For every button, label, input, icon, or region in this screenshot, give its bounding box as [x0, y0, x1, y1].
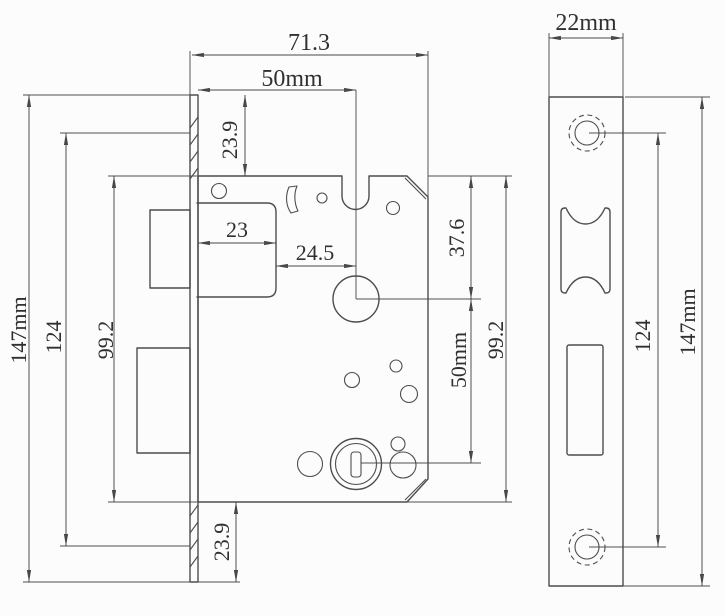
faceplate-outline — [548, 96, 624, 587]
dimensions-front-view: 22mm 124 147mm — [548, 10, 710, 587]
dim-latch-to-spindle: 24.5 — [275, 240, 357, 269]
latch-bolt — [149, 202, 277, 298]
latch-cutout — [560, 207, 611, 294]
extension-lines — [548, 33, 624, 97]
latch-bolt-head — [149, 209, 191, 289]
dim-screw-spacing-side: 124 — [41, 132, 190, 547]
dimension-label: 124 — [630, 320, 655, 353]
lock-case-outline — [197, 175, 429, 503]
dimension-label: 99.2 — [483, 321, 508, 360]
dimension-label: 50mm — [446, 332, 471, 388]
extension-lines — [589, 132, 666, 548]
dim-faceplate-height-front: 147mm — [623, 96, 710, 587]
lock-case — [197, 175, 429, 503]
extension-lines — [60, 132, 190, 547]
cylinder-hole-inner — [334, 442, 378, 486]
dim-backset: 50mm — [197, 66, 357, 93]
faceplate-front-view — [548, 96, 624, 587]
dimension-label: 37.6 — [444, 219, 469, 258]
pin-hole-middle-upper — [389, 359, 403, 373]
dim-case-top-to-spindle: 37.6 — [428, 175, 512, 300]
dim-case-to-faceplate-bottom: 23.9 — [209, 501, 239, 583]
dim-latch-bolt-width: 23 — [197, 217, 277, 246]
hole-right-of-cylinder — [389, 451, 417, 479]
pin-hole-top-right — [385, 200, 401, 216]
dimension-label: 50mm — [261, 66, 323, 92]
dim-overall-height-side: 147mm — [6, 94, 240, 583]
dimensions-side-view: 71.3 50mm 23.9 23 24.5 37.6 50mm — [6, 30, 512, 583]
lock-body-side-view — [136, 90, 481, 583]
faceplate-edge-strip — [189, 94, 199, 583]
faceplate-edge-outline — [189, 94, 199, 583]
chamfer-inner-lines — [404, 177, 427, 501]
extension-lines — [189, 51, 429, 197]
dimension-label: 99.2 — [93, 321, 118, 360]
dim-case-height-right: 99.2 — [108, 175, 512, 503]
dim-case-height-left: 99.2 — [93, 175, 197, 503]
dimension-label: 147mm — [675, 288, 700, 355]
dimension-label: 22mm — [555, 10, 617, 36]
pin-hole-above-cylinder — [390, 436, 406, 452]
faceplate-edge-hatch-marks — [189, 116, 199, 568]
dimension-label: 24.5 — [296, 240, 335, 265]
dim-screw-spacing-front: 124 — [589, 132, 666, 548]
extension-lines — [623, 96, 710, 587]
dim-overall-depth: 71.3 — [189, 30, 429, 197]
dimension-label: 23.9 — [209, 523, 234, 562]
deadbolt-cutout — [566, 344, 604, 456]
pin-hole-middle-left — [343, 371, 361, 389]
dimension-label: 147mm — [6, 296, 31, 363]
dimension-label: 124 — [41, 321, 66, 354]
deadbolt-head — [136, 347, 191, 454]
pin-hole-middle-right — [399, 384, 419, 404]
dim-spindle-to-cylinder: 50mm — [446, 298, 474, 464]
pin-hole-small-top — [316, 192, 328, 204]
dimension-label: 23.9 — [217, 121, 242, 160]
extension-lines — [23, 94, 240, 583]
lock-case-holes — [210, 182, 419, 491]
dim-faceplate-width: 22mm — [548, 10, 624, 97]
curved-slot — [286, 185, 299, 214]
dimension-label: 23 — [226, 217, 248, 242]
latch-bolt-body — [196, 202, 277, 298]
dimension-label: 71.3 — [288, 30, 330, 56]
keyhole-slot — [350, 451, 362, 478]
dim-faceplate-top-to-case: 23.9 — [217, 94, 248, 177]
centerlines — [355, 90, 481, 464]
pin-hole-top-left — [210, 182, 228, 200]
cylinder-hole-outer — [329, 437, 383, 491]
hole-left-of-cylinder — [296, 450, 324, 478]
